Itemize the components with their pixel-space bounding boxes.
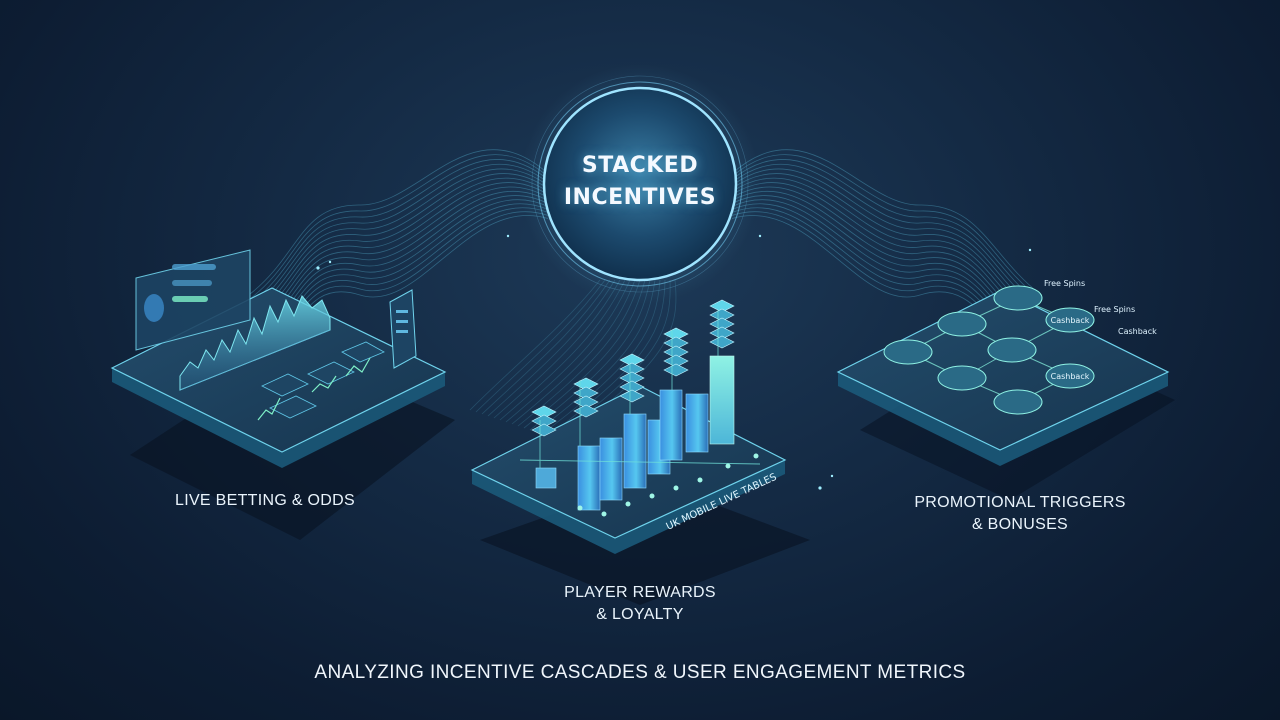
promo-node (937, 365, 987, 391)
wave-line (481, 279, 611, 415)
wave-line (249, 154, 549, 300)
wave-line (249, 173, 549, 319)
panel-side (472, 460, 785, 554)
token-layer (663, 363, 689, 377)
chart-axis (179, 329, 331, 391)
wave-line (249, 177, 549, 324)
live-betting-label-text: LIVE BETTING & ODDS (175, 492, 355, 509)
wave-line (249, 149, 549, 295)
panel-side (112, 368, 445, 468)
wave-line (475, 279, 606, 413)
wave-line (731, 173, 1041, 319)
promotions-label: PROMOTIONAL TRIGGERS & BONUSES (880, 492, 1160, 536)
wave-line (731, 154, 1041, 300)
rewards-label: PLAYER REWARDS & LOYALTY (520, 582, 760, 626)
center-title-line1: STACKED (581, 153, 699, 178)
rewards-panel: UK MOBILE LIVE TABLES (470, 299, 810, 605)
token-layer (619, 362, 645, 376)
token-layer (619, 371, 645, 385)
stacked-incentives-orb (520, 64, 760, 304)
wave-line (499, 279, 626, 421)
odds-mini-cards (257, 341, 385, 421)
promotions-label-line1: PROMOTIONAL TRIGGERS (914, 494, 1126, 511)
token-layer (531, 405, 557, 419)
odds-area-chart (179, 295, 331, 391)
token-layer (709, 335, 735, 349)
token-layer (619, 389, 645, 403)
wave-line (731, 149, 1041, 295)
token-layer (619, 380, 645, 394)
wave-line (249, 163, 549, 309)
rewards-label-line1: PLAYER REWARDS (564, 584, 716, 601)
gauge-icon (144, 294, 164, 322)
token-layer (619, 353, 645, 367)
wave-line (249, 186, 549, 333)
wave-line (487, 279, 616, 417)
promo-node-cashback-2: Cashback (1051, 372, 1090, 381)
wave-line (731, 168, 1041, 314)
live-betting-label: LIVE BETTING & ODDS (120, 492, 410, 510)
reward-bars (535, 355, 735, 511)
center-title-line2: INCENTIVES (563, 185, 717, 210)
particles (316, 234, 1032, 490)
wave-line (731, 158, 1041, 304)
promo-node (987, 337, 1037, 363)
promotions-panel: Cashback Cashback Free Spins Free Spins … (836, 279, 1175, 500)
promo-node (1045, 363, 1095, 389)
wave-line (249, 168, 549, 314)
circuit-nodes (577, 453, 759, 517)
promo-tag-cashback: Cashback (1118, 327, 1157, 336)
circuit-lines (519, 310, 761, 468)
center-title: STACKED INCENTIVES (540, 150, 740, 214)
promo-tag-free-spins-2: Free Spins (1094, 305, 1135, 314)
promo-node (993, 389, 1043, 415)
wave-line (731, 163, 1041, 309)
promo-tag-free-spins-1: Free Spins (1044, 279, 1085, 288)
wave-line (731, 182, 1041, 328)
wave-line (249, 158, 549, 304)
promo-node-cashback-1: Cashback (1051, 316, 1090, 325)
promo-node (937, 311, 987, 337)
live-betting-panel (110, 249, 455, 540)
wave-line (731, 177, 1041, 324)
wave-line (469, 279, 601, 411)
floating-dashboard-card (135, 249, 251, 351)
promo-node (883, 339, 933, 365)
footer-caption-text: ANALYZING INCENTIVE CASCADES & USER ENGA… (314, 662, 966, 683)
promo-nodes (883, 285, 1095, 415)
wave-line (249, 182, 549, 328)
floating-phone (389, 289, 417, 369)
footer-caption: ANALYZING INCENTIVE CASCADES & USER ENGA… (140, 662, 1140, 684)
promo-node (1045, 307, 1095, 333)
promotions-label-line2: & BONUSES (971, 516, 1069, 533)
rewards-label-line2: & LOYALTY (596, 606, 684, 623)
promo-node (993, 285, 1043, 311)
